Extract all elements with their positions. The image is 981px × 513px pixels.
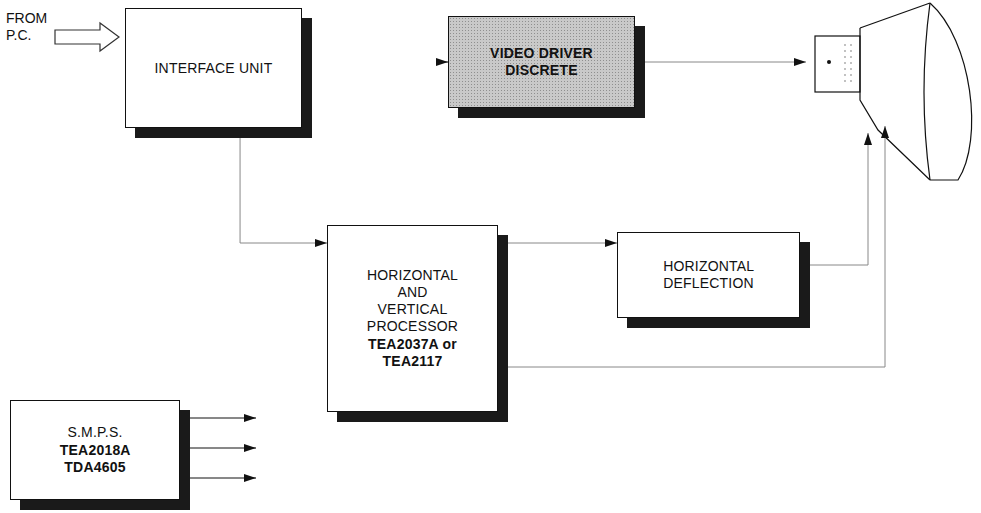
box-text: VIDEO DRIVER DISCRETE bbox=[482, 45, 602, 79]
signal-connector bbox=[498, 243, 617, 244]
signal-arrow bbox=[645, 62, 806, 63]
smps-box: S.M.P.S.TEA2018A TDA4605 bbox=[10, 400, 180, 500]
box-text: S.M.P.S. bbox=[67, 424, 122, 441]
signal-arrow bbox=[810, 133, 868, 265]
signal-connector bbox=[240, 128, 327, 243]
box-text: HORIZONTAL AND VERTICAL PROCESSOR bbox=[367, 267, 458, 335]
input-arrow bbox=[55, 23, 119, 51]
box-text: TEA2018A TDA4605 bbox=[60, 442, 130, 476]
input-label: FROM P.C. bbox=[6, 10, 47, 44]
signal-arrow bbox=[508, 126, 885, 367]
supply-arrow bbox=[190, 448, 256, 449]
deflection-box: HORIZONTAL DEFLECTION bbox=[617, 232, 800, 318]
processor-box: HORIZONTAL AND VERTICAL PROCESSORTEA2037… bbox=[327, 225, 498, 412]
crt-tube bbox=[815, 3, 972, 180]
supply-arrow bbox=[190, 418, 256, 419]
video-driver-box: VIDEO DRIVER DISCRETE bbox=[448, 16, 635, 108]
box-text: HORIZONTAL DEFLECTION bbox=[663, 258, 754, 292]
box-text: INTERFACE UNIT bbox=[155, 60, 273, 77]
signal-arrow bbox=[436, 62, 448, 63]
supply-arrow bbox=[190, 478, 256, 479]
box-text: TEA2037A or TEA2117 bbox=[363, 336, 463, 370]
interface-box: INTERFACE UNIT bbox=[125, 8, 302, 128]
